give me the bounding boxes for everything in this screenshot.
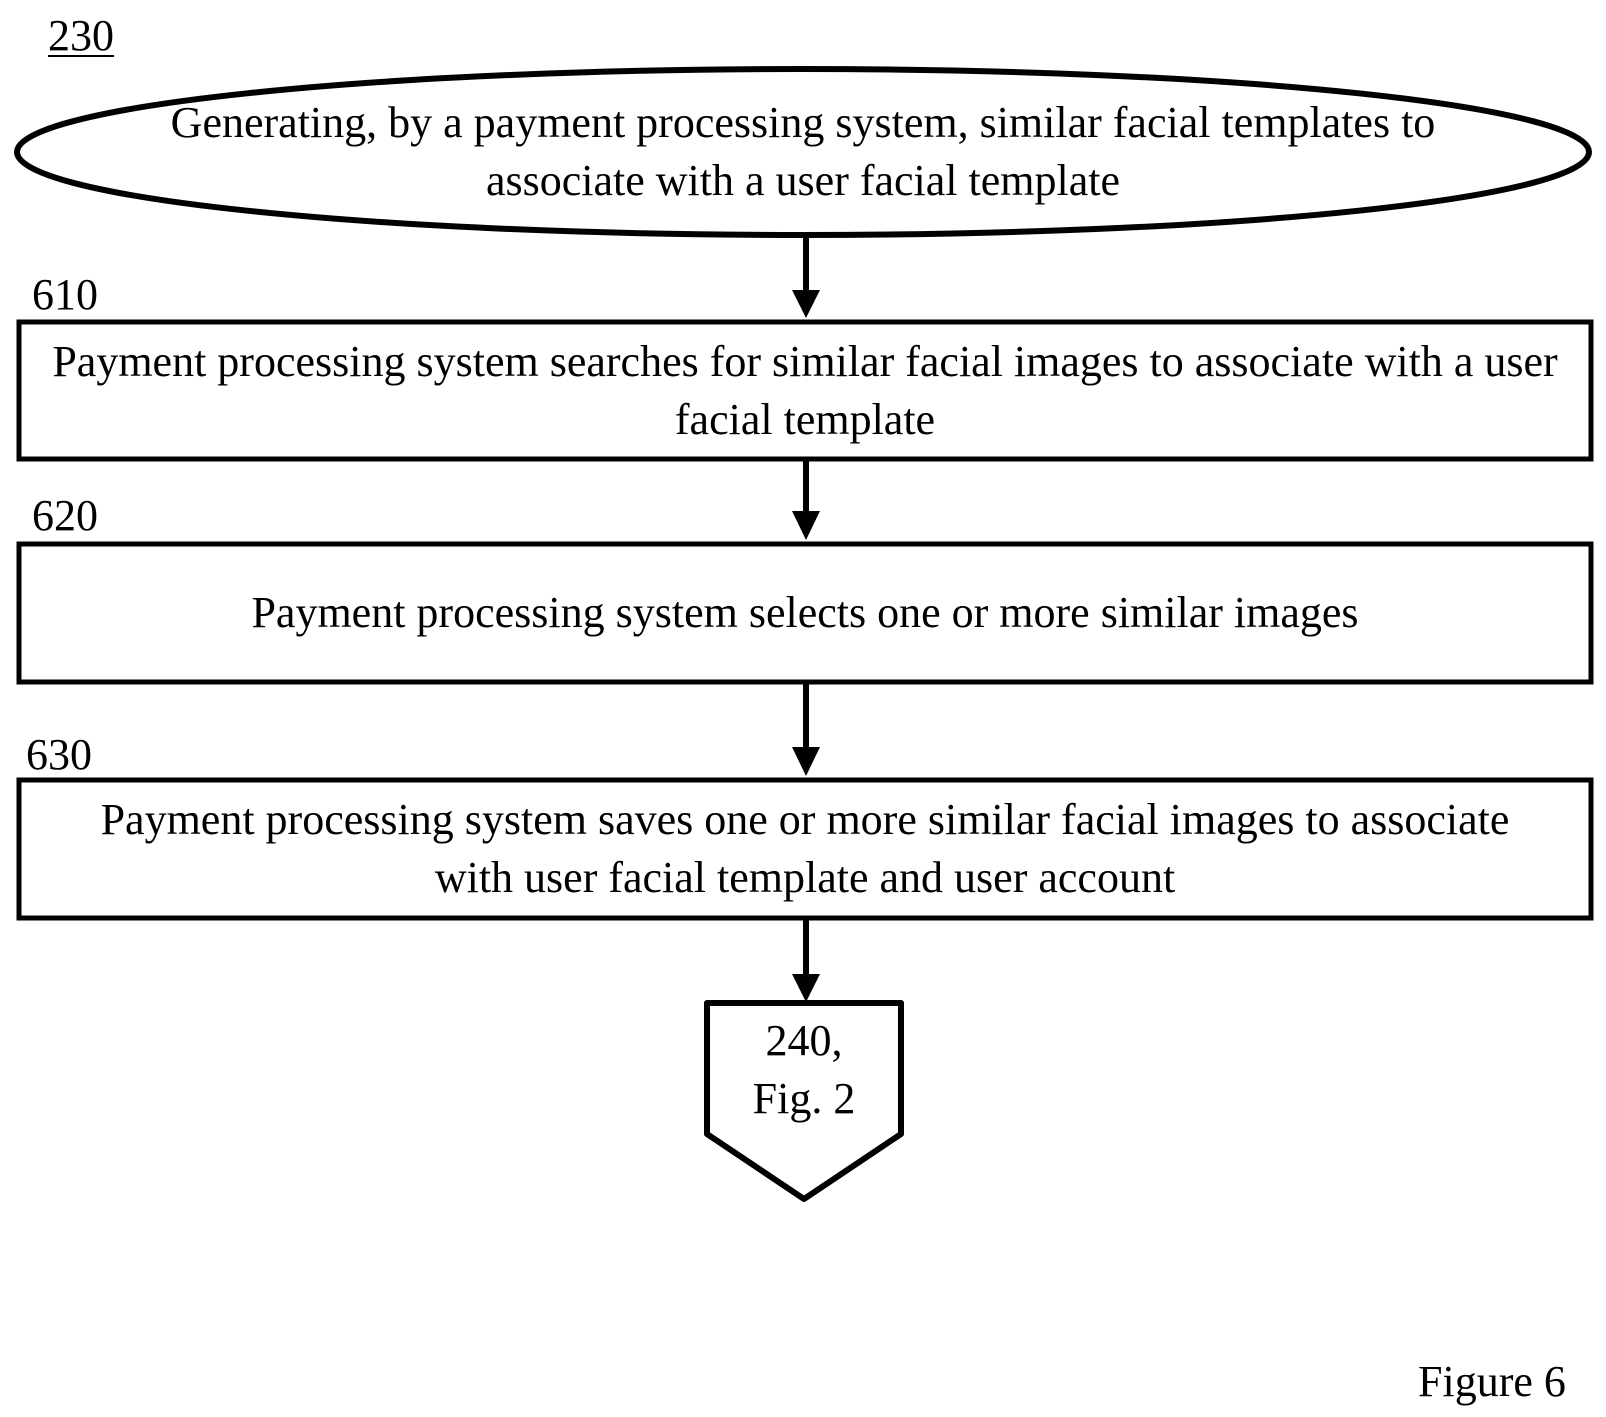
step-610-text: Payment processing system searches for s… <box>30 333 1580 449</box>
arrow-head-4 <box>792 974 820 1002</box>
figure-reference-number: 230 <box>48 14 114 58</box>
start-text: Generating, by a payment processing syst… <box>150 94 1456 210</box>
figure-caption: Figure 6 <box>1418 1360 1566 1404</box>
start-oval-text: Generating, by a payment processing syst… <box>150 92 1456 212</box>
step-610-text-container: Payment processing system searches for s… <box>30 328 1580 453</box>
step-630-text-container: Payment processing system saves one or m… <box>60 786 1550 912</box>
step-620-label: 620 <box>32 494 98 538</box>
step-620-text: Payment processing system selects one or… <box>251 584 1358 642</box>
step-630-label: 630 <box>26 733 92 777</box>
off-page-connector-text: 240, Fig. 2 <box>712 1010 896 1130</box>
arrow-head-2 <box>792 511 820 540</box>
step-620-text-container: Payment processing system selects one or… <box>30 550 1580 676</box>
step-610-label: 610 <box>32 273 98 317</box>
connector-line-2: Fig. 2 <box>753 1070 856 1128</box>
connector-line-1: 240, <box>766 1012 843 1070</box>
arrow-head-3 <box>792 747 820 776</box>
arrow-head-1 <box>792 290 820 318</box>
step-630-text: Payment processing system saves one or m… <box>60 791 1550 907</box>
